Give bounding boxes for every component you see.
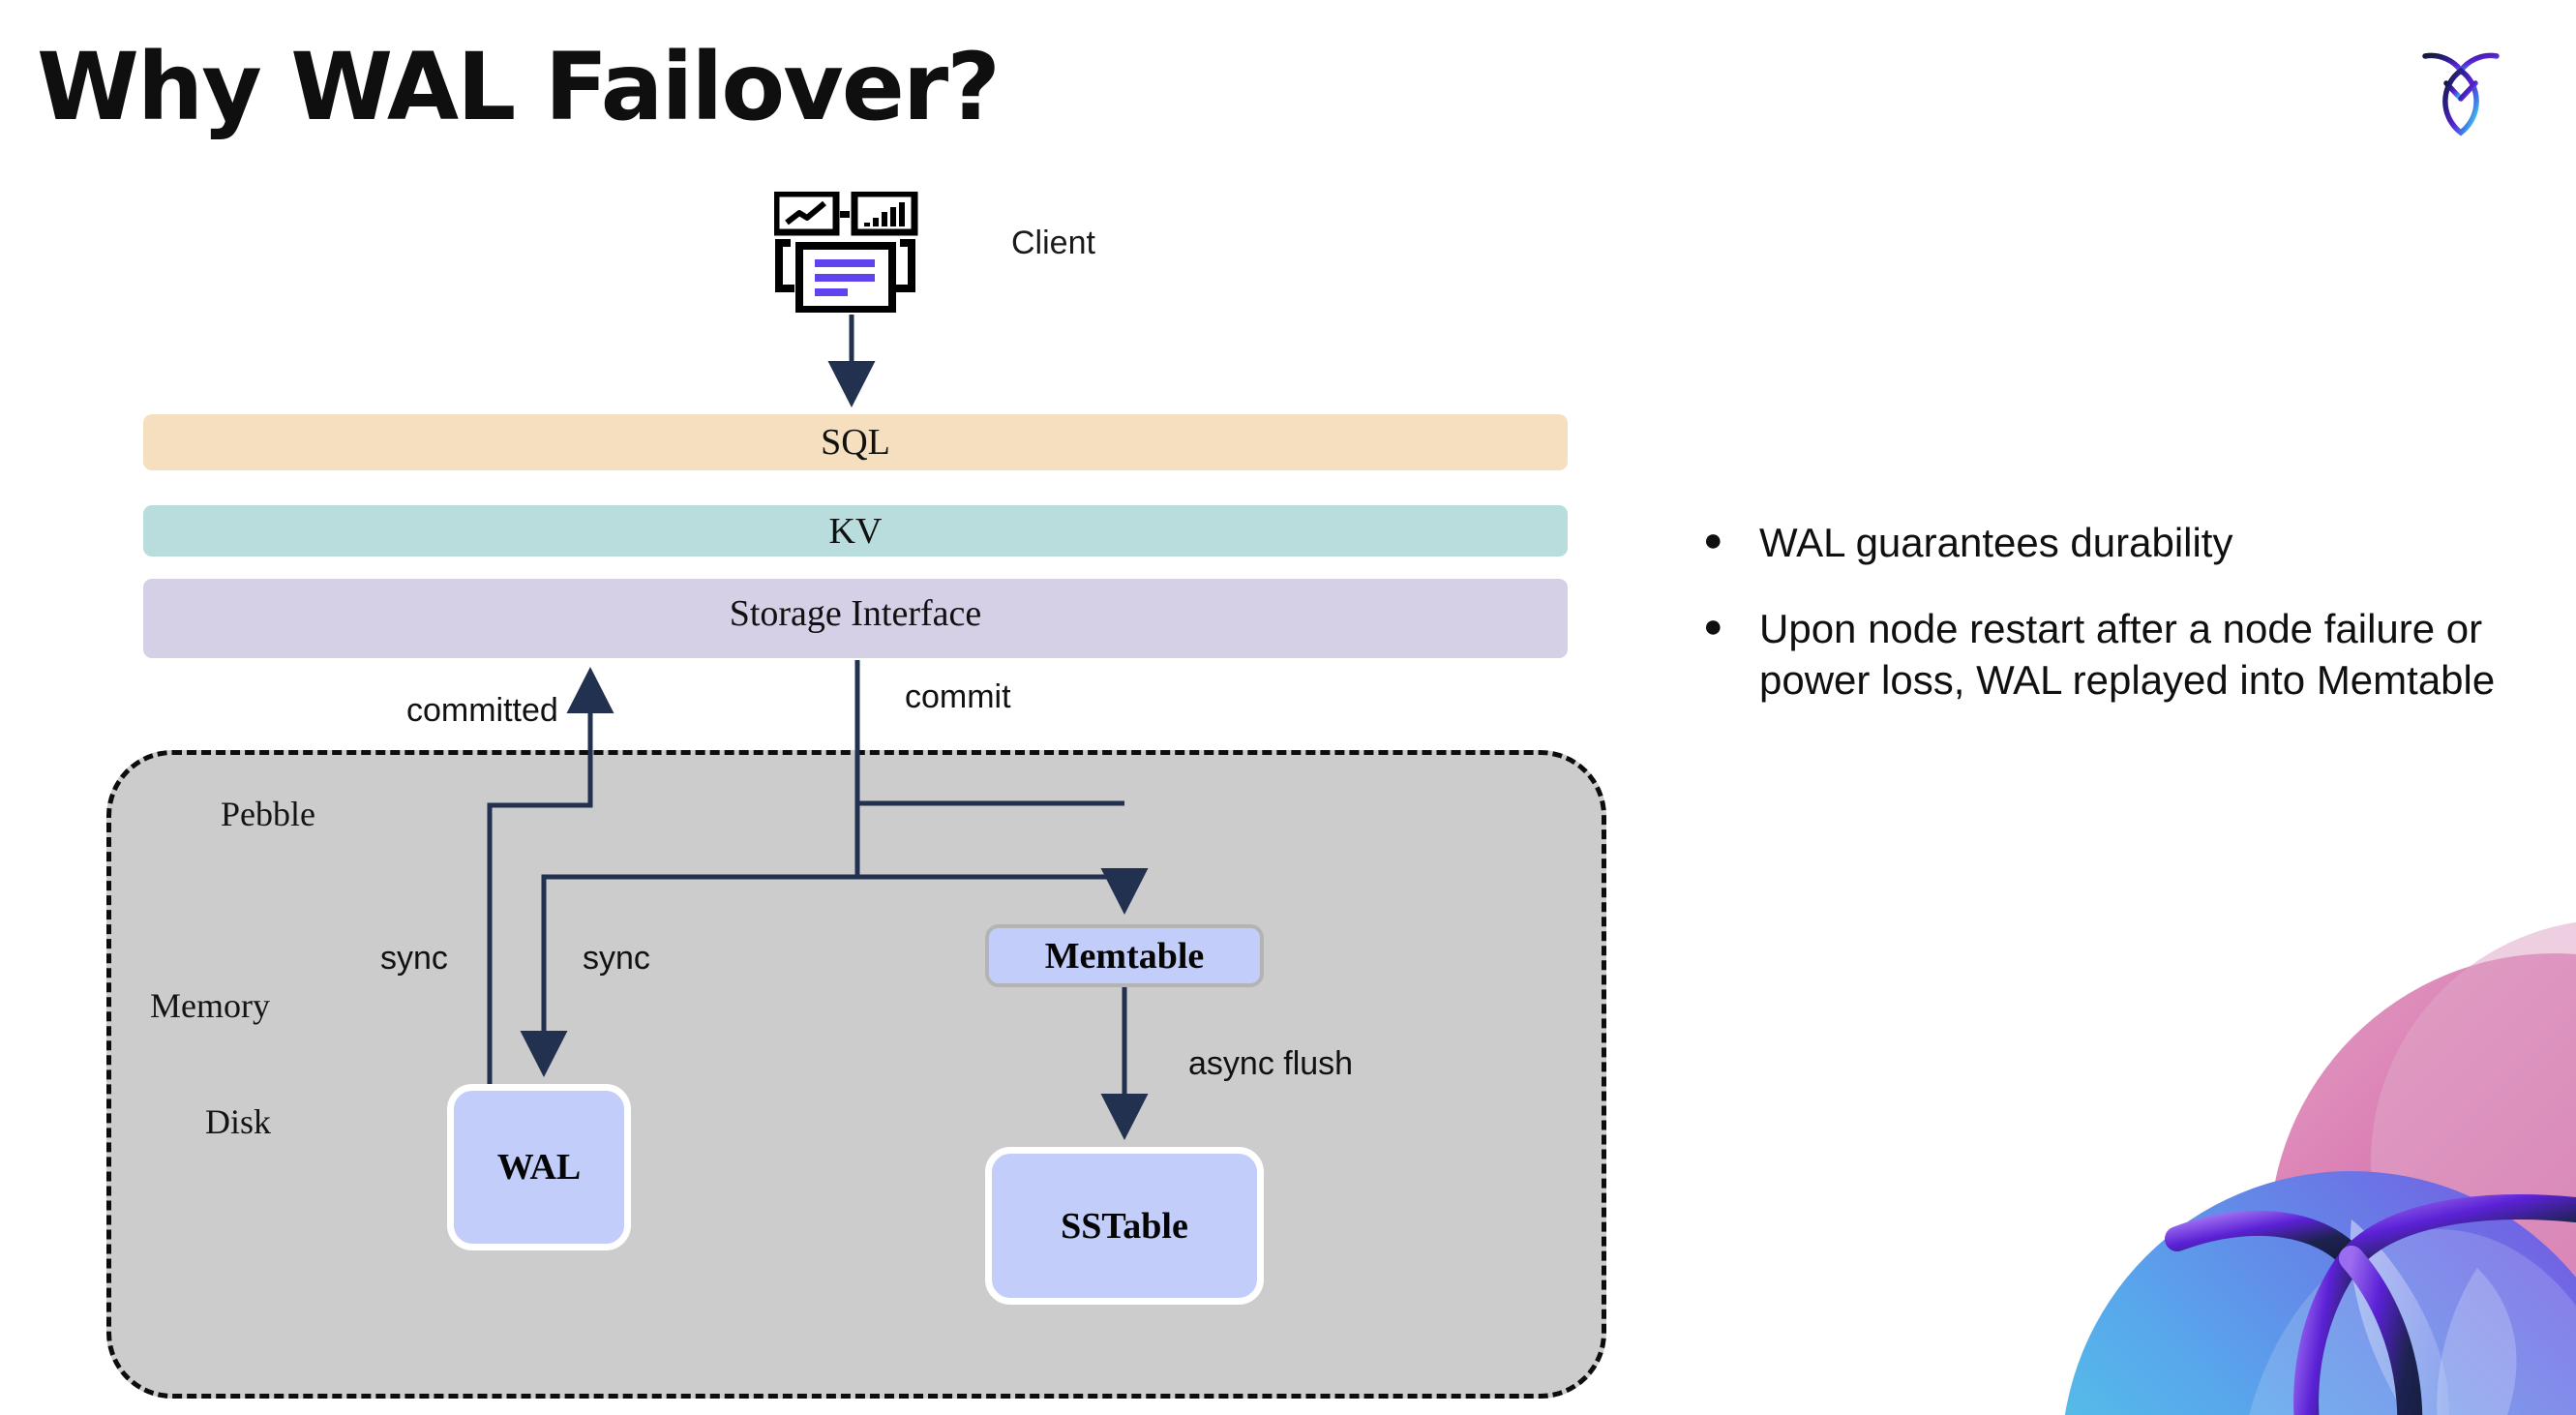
layer-sql[interactable]: SQL <box>143 414 1568 470</box>
edge-label-committed: committed <box>406 692 558 729</box>
node-sstable[interactable]: SSTable <box>985 1147 1264 1305</box>
edge-label-commit: commit <box>905 678 1011 715</box>
node-memtable[interactable]: Memtable <box>985 924 1264 987</box>
pebble-label: Pebble <box>221 795 315 833</box>
edge-label-sync-right: sync <box>583 940 650 977</box>
bullet-list: ● WAL guarantees durability ● Upon node … <box>1703 518 2535 741</box>
disk-label: Disk <box>205 1102 272 1141</box>
layer-kv-label: KV <box>828 510 883 552</box>
cockroach-logo-watermark-icon <box>1935 919 2576 1415</box>
bullet-text: Upon node restart after a node failure o… <box>1759 605 2496 703</box>
layer-storage-label: Storage Interface <box>729 593 982 634</box>
list-item: ● Upon node restart after a node failure… <box>1703 604 2535 707</box>
node-sstable-label: SSTable <box>1061 1205 1188 1247</box>
node-memtable-label: Memtable <box>1044 935 1205 977</box>
client-workstation-icon <box>772 190 929 314</box>
cockroach-logo-icon <box>2408 35 2514 141</box>
edge-label-async-flush: async flush <box>1188 1045 1354 1082</box>
layer-kv[interactable]: KV <box>143 505 1568 557</box>
edge-label-sync-left: sync <box>380 940 448 977</box>
layer-storage-interface[interactable]: Storage Interface <box>143 579 1568 658</box>
bullet-marker-icon: ● <box>1703 607 1723 645</box>
layer-sql-label: SQL <box>821 422 890 463</box>
bullet-marker-icon: ● <box>1703 522 1723 558</box>
memory-label: Memory <box>150 986 270 1025</box>
bullet-text: WAL guarantees durability <box>1759 520 2233 565</box>
pebble-container <box>106 750 1606 1399</box>
list-item: ● WAL guarantees durability <box>1703 518 2535 569</box>
node-wal[interactable]: WAL <box>447 1084 631 1250</box>
node-wal-label: WAL <box>496 1147 582 1188</box>
page-title: Why WAL Failover? <box>37 33 1001 141</box>
client-label: Client <box>1011 225 1095 261</box>
